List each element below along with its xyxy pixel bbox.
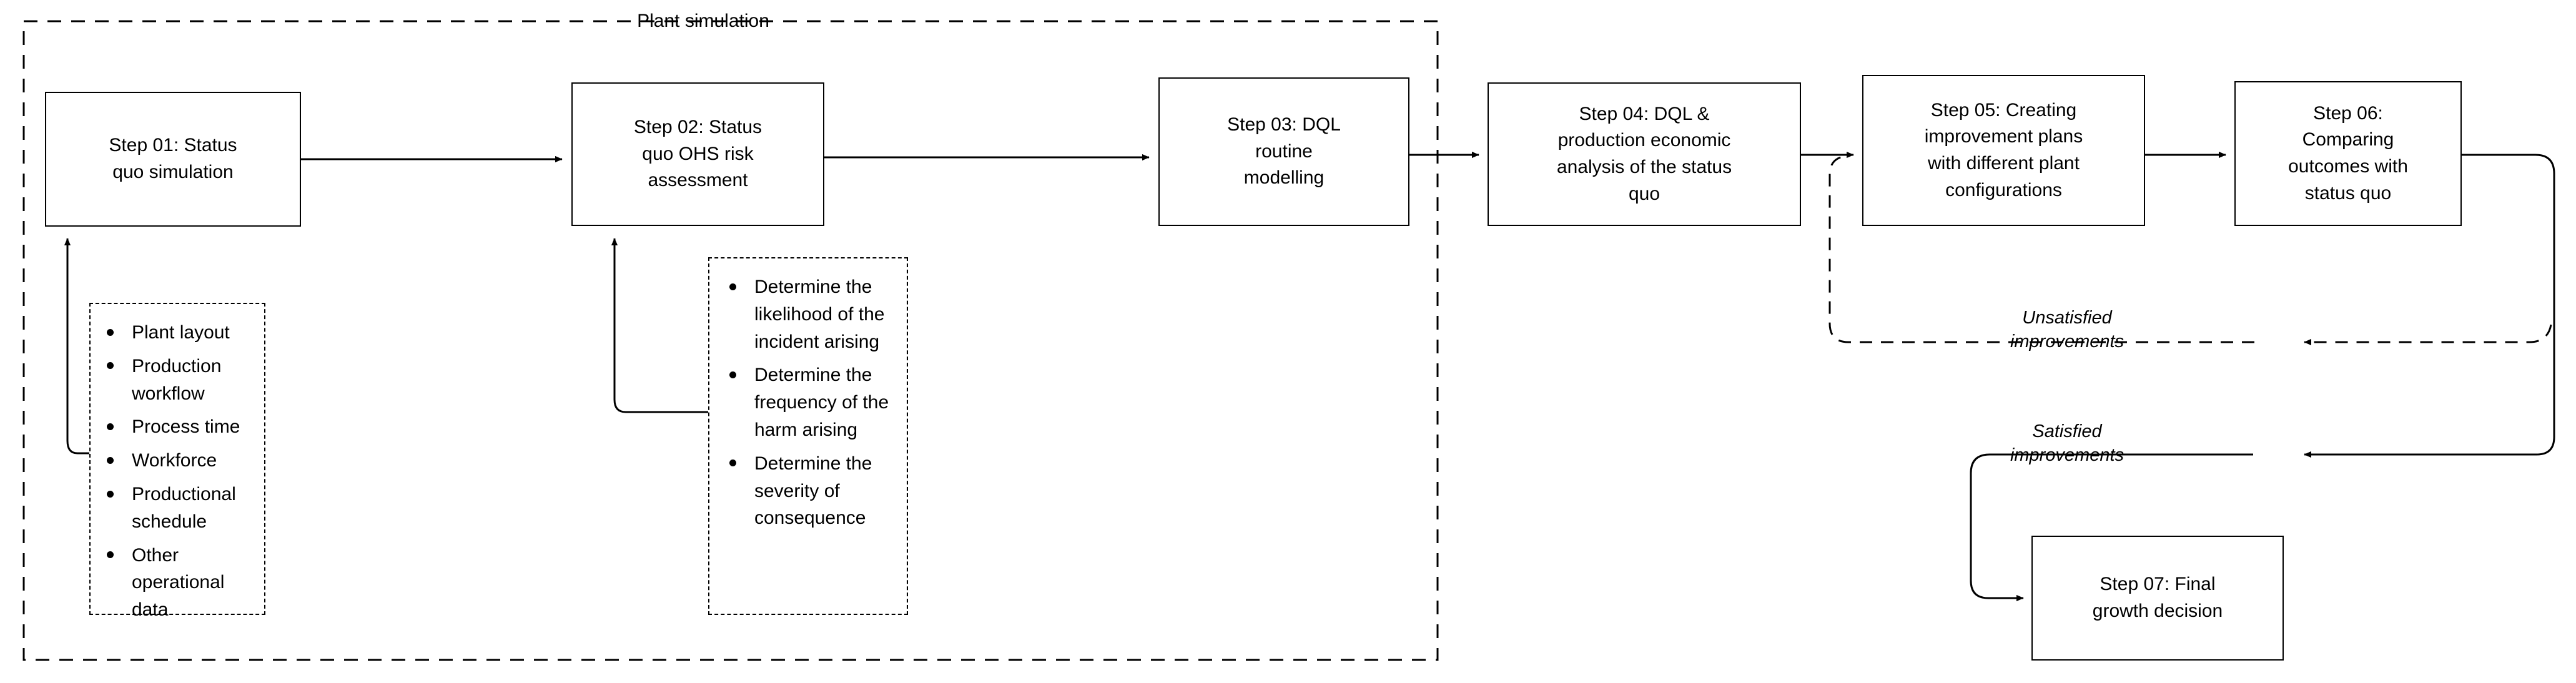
list-item-label: Determine the frequency of the harm aris… — [754, 365, 889, 440]
list-item-label: Workforce — [132, 450, 217, 471]
list-item-label: Determine the severity of consequence — [754, 453, 872, 529]
list-item: Production workflow — [107, 353, 258, 408]
edge-step06-rightbus — [2304, 154, 2555, 458]
list-item-label: Plant layout — [132, 322, 230, 343]
bullet-dot-icon — [107, 551, 114, 559]
list-item-label: Productional schedule — [132, 483, 236, 532]
edge-plant-inputs-step01 — [64, 238, 89, 455]
edge-unsatisfied-return — [1828, 155, 2254, 343]
edge-label-unsatisfied-improvements: Unsatisfied improvements — [2010, 308, 2124, 352]
plant-inputs-list: Plant layout Production workflow Process… — [97, 319, 258, 624]
list-item-label: Other operational data — [132, 544, 225, 621]
bullet-dot-icon — [729, 283, 736, 290]
edge-ohs-inputs-step02 — [611, 238, 708, 413]
edge-unsatisfied-feedback — [2304, 324, 2552, 346]
bullet-dot-icon — [107, 362, 114, 370]
list-item: Process time — [107, 413, 258, 441]
list-item-label: Determine the likelihood of the incident… — [754, 277, 885, 352]
bullet-dot-icon — [729, 459, 736, 467]
list-item: Workforce — [107, 447, 258, 474]
list-item: Plant layout — [107, 319, 258, 346]
node-step-04[interactable]: Step 04: DQL & production economic analy… — [1488, 82, 1801, 226]
list-item-label: Production workflow — [132, 355, 222, 404]
list-item: Determine the severity of consequence — [729, 450, 901, 532]
node-step-02[interactable]: Step 02: Status quo OHS risk assessment — [571, 82, 824, 226]
input-list-ohs-risk-inputs: Determine the likelihood of the incident… — [708, 257, 908, 615]
input-list-plant-inputs: Plant layout Production workflow Process… — [89, 303, 265, 620]
node-step-01[interactable]: Step 01: Status quo simulation — [45, 92, 301, 227]
bullet-dot-icon — [729, 371, 736, 378]
plant-simulation-label: Plant simulation — [637, 11, 769, 31]
node-step-03[interactable]: Step 03: DQL routine modelling — [1158, 77, 1409, 226]
list-item: Other operational data — [107, 542, 258, 624]
node-step-07[interactable]: Step 07: Final growth decision — [2031, 536, 2284, 661]
bullet-dot-icon — [107, 456, 114, 464]
node-step-05[interactable]: Step 05: Creating improvement plans with… — [1862, 75, 2145, 226]
list-item: Determine the frequency of the harm aris… — [729, 361, 901, 443]
bullet-dot-icon — [107, 423, 114, 430]
edge-satisfied-to-step07 — [1970, 453, 2253, 602]
list-item-label: Process time — [132, 416, 240, 438]
node-step-06[interactable]: Step 06: Comparing outcomes with status … — [2234, 81, 2462, 226]
edge-label-satisfied-improvements: Satisfied improvements — [2010, 421, 2124, 466]
list-item: Productional schedule — [107, 481, 258, 536]
bullet-dot-icon — [107, 328, 114, 336]
bullet-dot-icon — [107, 490, 114, 498]
list-item: Determine the likelihood of the incident… — [729, 273, 901, 355]
ohs-risk-inputs-list: Determine the likelihood of the incident… — [716, 273, 901, 532]
plant-simulation-container — [22, 20, 1439, 661]
